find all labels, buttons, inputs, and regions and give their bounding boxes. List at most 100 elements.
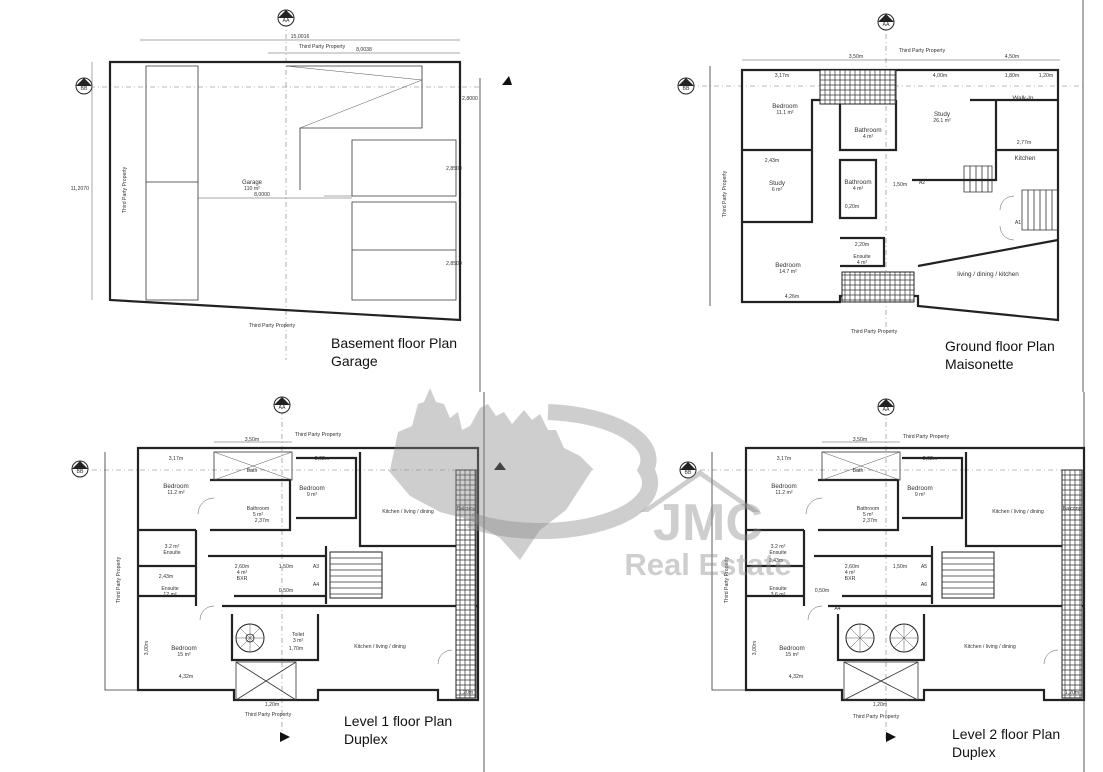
neighbour-label: Third Party Property [722,170,728,217]
room-name: Bedroom [163,483,189,490]
dimension-label: 1,20m [265,702,279,708]
room-name: Ensuite [769,586,786,592]
dimension-label: 2,8500 [446,166,462,172]
plan-title: Level 2 floor Plan [952,726,1060,742]
room-area: 9 m² [307,492,318,498]
room-area: 11.1 m² [776,110,793,116]
room-name: Study [934,111,951,118]
dimension-label: 0,50m [279,588,293,594]
dimension-label: 0,20m [845,204,859,210]
room-name: Bathroom [857,506,880,512]
room-area: 3.2 m² [771,544,786,550]
watermark-logo: JMC Real Estate [388,388,792,582]
section-aa-label: AA [283,18,290,24]
room-name: Kitchen / living / dining [992,509,1044,515]
room-name: Bedroom [299,485,325,492]
access-marker: A2 [919,180,925,186]
level-2-plan: AA BB 3,50m 3,17m 2,92m 2,37m 2,43m 2,60… [679,398,1086,760]
section-aa-marker: AA [877,398,895,416]
section-aa-marker: AA [273,396,291,414]
dimension-label: 2,8000 [462,96,478,102]
room-area: 3 m² [293,638,304,644]
dimension-label: 4,26m [785,294,799,300]
dimension-label: 4,00m [933,73,947,79]
plan-title: Basement floor Plan [331,335,457,351]
access-marker: A4 [313,582,319,588]
dimension-label: 3,17m [775,73,789,79]
dimension-label: 3,00m [752,641,758,655]
room-area: 4 m² [863,134,874,140]
plan-subtitle: Maisonette [945,356,1014,372]
plan-subtitle: Garage [331,353,378,369]
room-name: Bathroom [854,127,881,134]
dimension-label: 1,50m [893,564,907,570]
ground-floor-plan: AA BB 3,50m 4,50m 3,17m 4,00m 1,80m 1,20… [677,13,1083,372]
neighbour-label: Third Party Property [851,329,898,335]
neighbour-label: Third Party Property [724,556,730,603]
dimension-label: 3,17m [777,456,791,462]
room-area: 4 m² [857,260,868,266]
staircase [841,271,915,303]
dimension-label: 1,70m [289,646,303,652]
room-area: 3.6 m² [771,592,786,598]
access-marker: A4' [834,606,841,612]
room-name: Balcony [1063,506,1082,512]
room-name: Kitchen / living / dining [354,644,406,650]
neighbour-label: Third Party Property [299,44,346,50]
dimension-label: 1,20m [1065,690,1079,696]
dimension-label: 4,50m [1005,54,1019,60]
room-name: Bedroom [775,262,801,269]
room-name: Garage [242,180,263,186]
room-area: 15 m² [785,652,799,658]
room-area: 11.2 m² [775,490,792,496]
room-area: 6 m² [772,187,783,193]
dimension-label: 2,37m [255,518,269,524]
room-area: 12 m² [163,592,177,598]
room-name: Bath [853,468,864,474]
dimension-label: 8,0000 [254,192,270,198]
section-aa-marker: AA [877,13,895,31]
neighbour-label: Third Party Property [249,323,296,329]
room-name: Toilet [292,632,305,638]
room-area: 15 m² [177,652,191,658]
dimension-label: 2,43m [765,158,779,164]
section-bb-label: BB [683,86,690,92]
dimension-label: 2,8500 [446,261,462,267]
section-aa-label: AA [279,405,286,411]
room-name: Study [769,180,786,187]
room-name: BXR [845,576,856,582]
room-area: 5 m² [863,512,874,518]
room-name: Bath [247,468,258,474]
dimension-label: 15,0016 [291,34,310,40]
room-area: 9 m² [915,492,926,498]
neighbour-label: Third Party Property [245,712,292,718]
dimension-label: 2,60m [845,564,859,570]
access-marker: A1 [1015,220,1021,226]
room-name: Kitchen [1014,155,1036,162]
plan-subtitle: Duplex [952,744,996,760]
room-name: Bathroom [844,179,871,186]
direction-arrow-icon [280,732,290,742]
room-area: 4 m² [853,186,864,192]
room-name: Bedroom [771,483,797,490]
section-bb-marker: BB [679,461,697,479]
room-area: 26.1 m² [933,118,951,124]
room-name: Kitchen / living / dining [382,509,434,515]
access-marker: A6 [921,582,927,588]
dimension-label: 2,20m [855,242,869,248]
neighbour-label: Third Party Property [122,166,128,213]
dimension-label: 3,17m [169,456,183,462]
room-name: Balcony [457,506,476,512]
room-name: BXR [237,576,248,582]
room-name: Bedroom [779,645,805,652]
dimension-label: 1,20m [873,702,887,708]
basement-plan: AA BB 15,0016 8,0038 11,2070 8,0000 2,80… [71,9,512,369]
section-aa-label: AA [883,407,890,413]
room-area: 3.2 m² [165,544,180,550]
room-area: 4 m² [845,570,856,576]
dimension-label: 0,50m [815,588,829,594]
room-area: 5 m² [253,512,264,518]
section-bb-marker: BB [75,77,93,95]
dimension-label: 2,60m [235,564,249,570]
